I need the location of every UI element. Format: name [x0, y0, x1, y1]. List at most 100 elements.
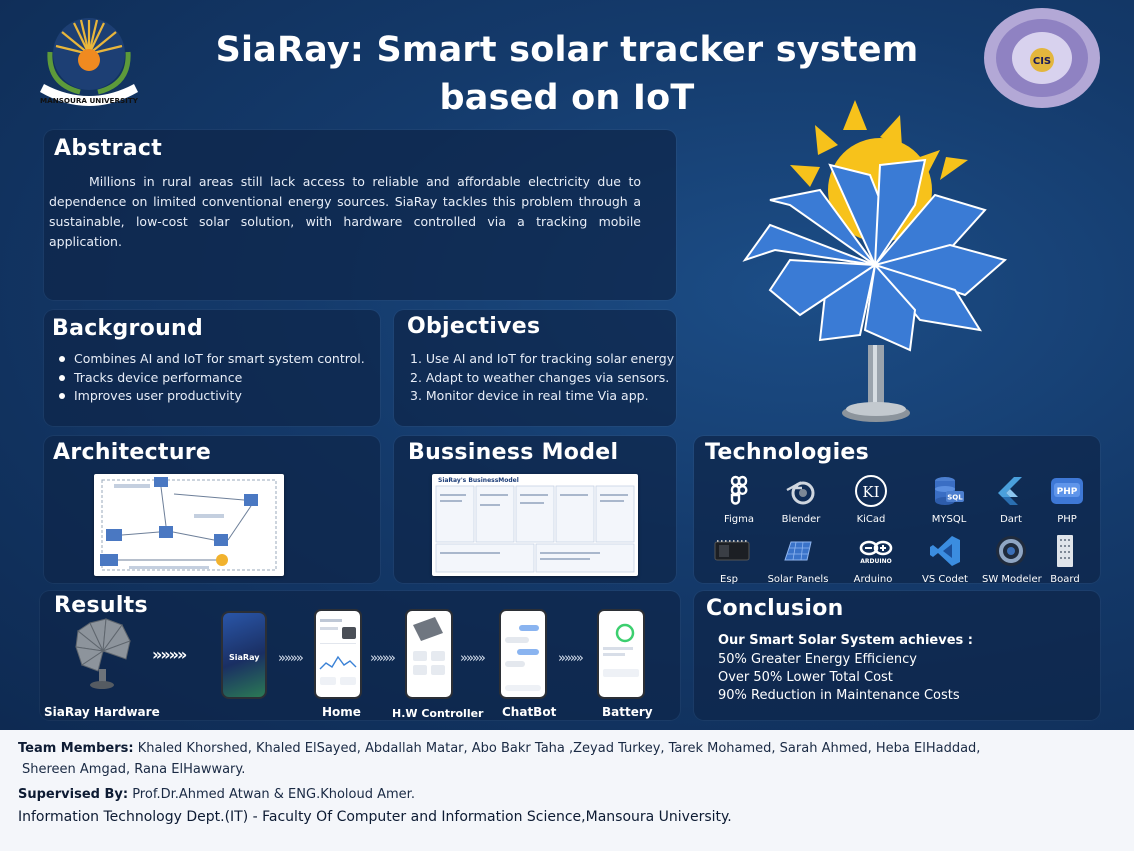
sw-modeler-icon	[996, 536, 1026, 566]
tech-label: MYSQL	[931, 514, 967, 525]
poster-title-line1: SiaRay: Smart solar tracker system	[215, 30, 919, 70]
tech-figma: Figma	[710, 474, 768, 525]
conclusion-list: 50% Greater Energy Efficiency Over 50% L…	[718, 651, 960, 705]
tech-label: Blender	[781, 514, 821, 525]
solar-flower-icon	[742, 100, 1008, 422]
tech-label: Dart	[1000, 514, 1022, 525]
conclusion-panel: Conclusion Our Smart Solar System achiev…	[694, 591, 1100, 720]
list-item: 1. Use AI and IoT for tracking solar ene…	[410, 351, 675, 366]
business-model-canvas-title: SiaRay's BusinessModel	[438, 477, 519, 484]
tech-label: Solar Panels	[767, 574, 829, 585]
university-caption: MANSOURA UNIVERSITY	[40, 96, 139, 105]
objectives-list: 1. Use AI and IoT for tracking solar ene…	[410, 350, 674, 406]
laurel-emblem-icon: MANSOURA UNIVERSITY	[40, 18, 139, 106]
cis-seal-icon: CIS	[984, 8, 1100, 108]
board-icon	[1057, 535, 1073, 567]
vscode-icon	[930, 536, 960, 566]
technologies-heading: Technologies	[705, 440, 870, 465]
solar-hardware-icon	[75, 618, 131, 689]
tech-board: Board	[1036, 534, 1094, 585]
arrow-icon: »»»»	[370, 651, 396, 666]
home-screen-phone	[314, 609, 362, 699]
background-list: Combines AI and IoT for smart system con…	[58, 350, 365, 406]
php-icon: PHP	[1051, 478, 1083, 504]
cis-caption: CIS	[1033, 56, 1051, 67]
architecture-heading: Architecture	[53, 440, 212, 465]
tech-label: VS Codet	[922, 574, 968, 585]
tech-label: KiCad	[856, 514, 886, 525]
department-line: Information Technology Dept.(IT) - Facul…	[18, 809, 732, 825]
tech-label: Arduino	[853, 574, 893, 585]
architecture-diagram-image	[94, 474, 284, 576]
footer: Team Members: Khaled Khorshed, Khaled El…	[18, 738, 1118, 827]
tech-vscode: VS Codet	[916, 534, 974, 585]
arrow-icon: »»»»	[558, 651, 584, 666]
mysql-icon: SQL	[935, 477, 964, 505]
supervised-by-label: Supervised By:	[18, 787, 129, 802]
tech-arduino: ARDUINO Arduino	[844, 534, 902, 585]
kicad-logo-text: KI	[862, 483, 879, 501]
poster-title-line2: based on IoT	[439, 78, 695, 118]
team-members-names: Khaled Khorshed, Khaled ElSayed, Abdalla…	[133, 741, 981, 756]
supervisors: Supervised By: Prof.Dr.Ahmed Atwan & ENG…	[18, 784, 1118, 805]
controller-screen-phone	[405, 609, 453, 699]
cis-faculty-logo: CIS	[982, 6, 1102, 110]
tech-label: PHP	[1057, 514, 1077, 525]
conclusion-heading: Conclusion	[706, 596, 844, 621]
list-item: Over 50% Lower Total Cost	[718, 670, 893, 685]
results-heading: Results	[54, 593, 148, 618]
tech-dart: Dart	[982, 474, 1040, 525]
chatbot-screen-phone	[499, 609, 547, 699]
tech-esp: Esp	[700, 534, 758, 585]
supervisor-names: Prof.Dr.Ahmed Atwan & ENG.Kholoud Amer.	[128, 787, 415, 802]
list-item: 90% Reduction in Maintenance Costs	[718, 688, 960, 703]
background-heading: Background	[52, 316, 204, 341]
tech-php: PHP PHP	[1038, 474, 1096, 525]
chatbot-screen-icon	[505, 625, 541, 691]
mysql-logo-text: SQL	[947, 494, 963, 502]
list-item: Tracks device performance	[58, 369, 365, 388]
solar-panel-icon	[784, 541, 812, 561]
dart-icon	[998, 477, 1022, 505]
tech-label: SW Modeler	[982, 574, 1042, 585]
business-model-heading: Bussiness Model	[408, 440, 619, 465]
tech-kicad: KI KiCad	[842, 474, 900, 525]
arrow-icon: »»»»	[152, 645, 187, 664]
objectives-panel: Objectives 1. Use AI and IoT for trackin…	[394, 310, 676, 426]
abstract-heading: Abstract	[54, 136, 163, 161]
mansoura-university-logo: MANSOURA UNIVERSITY	[30, 8, 148, 118]
architecture-diagram-icon	[100, 477, 277, 571]
arduino-icon: ARDUINO	[859, 540, 892, 565]
list-item: Improves user productivity	[58, 387, 365, 406]
tech-label: Esp	[720, 574, 738, 585]
esp-board-icon	[714, 540, 750, 561]
blender-icon	[786, 481, 815, 505]
list-item: 3. Monitor device in real time Via app.	[410, 388, 649, 403]
tech-mysql: SQL MYSQL	[920, 474, 978, 525]
result-label-battery: Battery	[602, 705, 653, 719]
abstract-text: Millions in rural areas still lack acces…	[49, 174, 641, 249]
battery-screen-phone	[597, 609, 645, 699]
tech-sw-modeler: SW Modeler	[982, 534, 1042, 585]
poster: MANSOURA UNIVERSITY CIS SiaRay: Smart so…	[0, 0, 1134, 730]
home-screen-icon	[319, 619, 357, 685]
list-item: Combines AI and IoT for smart system con…	[58, 350, 365, 369]
abstract-panel: Abstract Millions in rural areas still l…	[44, 130, 676, 300]
splash-logo-text: SiaRay	[229, 653, 260, 662]
background-panel: Background Combines AI and IoT for smart…	[44, 310, 380, 426]
arduino-logo-text: ARDUINO	[860, 558, 891, 565]
business-model-canvas-image: SiaRay's BusinessModel	[432, 474, 638, 576]
list-item: 50% Greater Energy Efficiency	[718, 652, 917, 667]
result-label-home: Home	[322, 705, 361, 719]
list-item: 2. Adapt to weather changes via sensors.	[410, 369, 670, 385]
results-panel: Results SiaRay Hardware »»»» SiaRay »»»»	[40, 591, 680, 720]
team-members: Team Members: Khaled Khorshed, Khaled El…	[18, 738, 1118, 759]
result-label-controller: H.W Controller	[392, 707, 484, 720]
tech-label: Figma	[723, 514, 755, 525]
team-members-continued: Shereen Amgad, Rana ElHawwary.	[22, 762, 246, 777]
php-logo-text: PHP	[1057, 487, 1078, 497]
result-label-hardware: SiaRay Hardware	[44, 705, 160, 719]
battery-screen-icon	[603, 623, 639, 677]
controller-screen-icon	[413, 617, 445, 675]
arrow-icon: »»»»	[278, 651, 304, 666]
